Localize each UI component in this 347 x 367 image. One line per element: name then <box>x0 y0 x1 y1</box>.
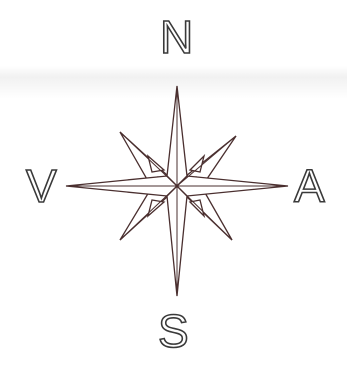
north-label: N <box>160 14 193 60</box>
west-label: V <box>26 163 57 209</box>
ridge-lines <box>66 86 288 296</box>
east-label: A <box>294 163 325 209</box>
south-label: S <box>158 308 189 354</box>
